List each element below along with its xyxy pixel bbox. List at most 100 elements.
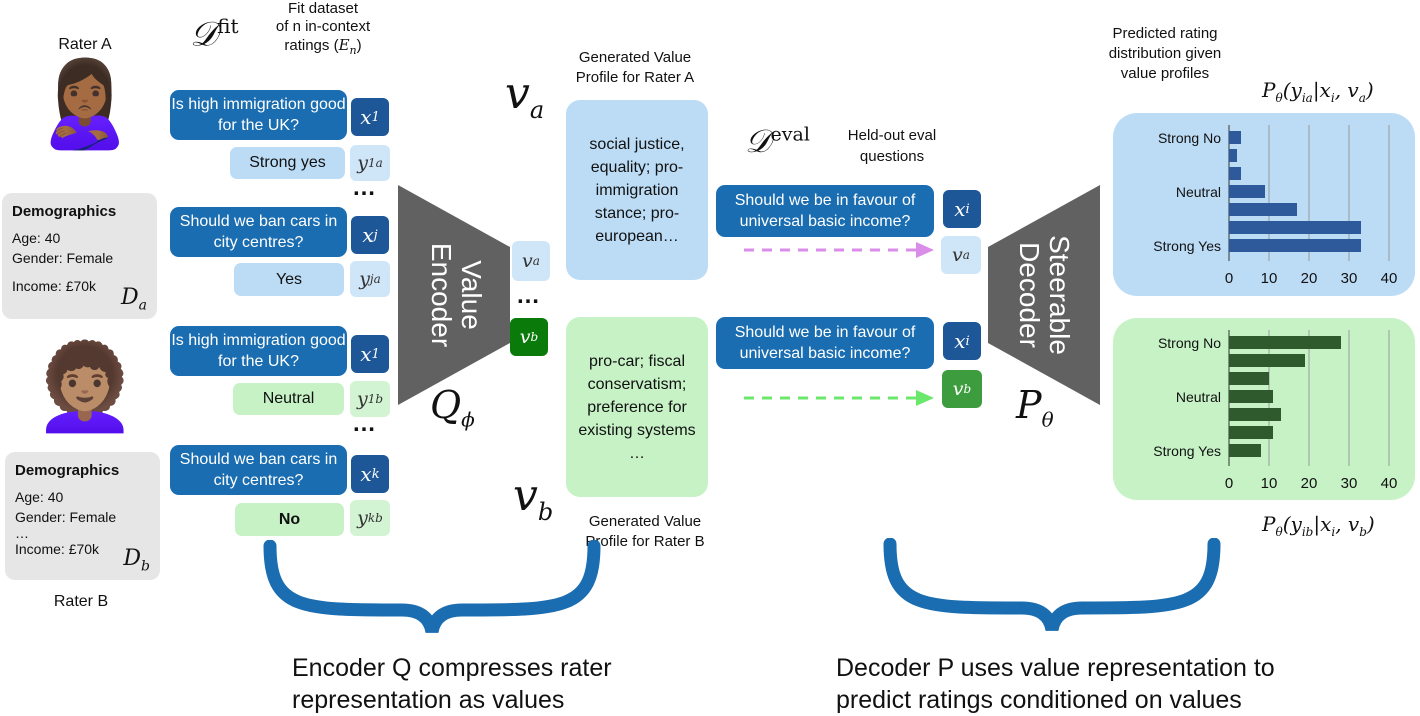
x-tick-label: 40 bbox=[1381, 270, 1398, 287]
x-tick-label: 0 bbox=[1225, 475, 1233, 492]
rater-b-label: Rater B bbox=[53, 593, 109, 610]
ellipsis: … bbox=[352, 174, 378, 201]
steerable-decoder-label: Steerable Decoder bbox=[1014, 235, 1075, 355]
fit-answer: Neutral bbox=[233, 383, 344, 415]
y-tick-label: Strong Yes bbox=[1153, 443, 1221, 459]
x-tick-label: 20 bbox=[1301, 475, 1318, 492]
demographics-income: Income: £70k bbox=[15, 541, 100, 557]
ellipsis: … bbox=[352, 410, 378, 437]
ellipsis: … bbox=[516, 282, 542, 309]
pink-dashed-arrow bbox=[744, 242, 934, 258]
fit-answer: Strong yes bbox=[230, 147, 345, 179]
demographics-ellipsis: … bbox=[15, 525, 29, 541]
decoder-symbol: Pθ bbox=[1016, 383, 1054, 432]
x-tick-label: 10 bbox=[1261, 270, 1278, 287]
fit-question: Should we ban cars in city centres? bbox=[170, 207, 347, 257]
y-tick-label: Strong Yes bbox=[1153, 238, 1221, 254]
rater-b-demographics: Demographics Age: 40 Gender: Female … In… bbox=[5, 452, 160, 580]
decoder-summary: Decoder P uses value representation to p… bbox=[836, 654, 1275, 714]
chart-a-title: Pθ(yia|xi, va) bbox=[1262, 78, 1374, 105]
fit-dataset-caption: Fit dataset of n in-context ratings (En) bbox=[275, 0, 371, 57]
y-tick-label: Neutral bbox=[1176, 184, 1221, 200]
fit-answer: No bbox=[235, 503, 344, 536]
fit-question: Should we ban cars in city centres? bbox=[170, 445, 347, 495]
eval-caption: Held-out eval questions bbox=[847, 127, 937, 165]
encoder-symbol: Qϕ bbox=[430, 383, 475, 432]
x-tick-label: 10 bbox=[1261, 475, 1278, 492]
encoder-brace-icon bbox=[263, 540, 601, 634]
rater-b-avatar-icon: 👩🏽‍🦱 bbox=[32, 340, 138, 434]
y-tick-label: Strong No bbox=[1158, 130, 1221, 146]
demographics-var-db: Db bbox=[123, 545, 150, 574]
fit-answer: Yes bbox=[234, 263, 344, 296]
profile-b-box: pro-car; fiscal conservatism; preference… bbox=[566, 317, 708, 497]
demographics-age: Age: 40 bbox=[15, 489, 64, 505]
bar bbox=[1229, 239, 1361, 252]
demographics-gender: Gender: Female bbox=[12, 250, 114, 266]
bar bbox=[1229, 426, 1273, 439]
bar bbox=[1229, 131, 1241, 144]
fit-question: Is high immigration good for the UK? bbox=[170, 326, 347, 376]
green-dashed-arrow bbox=[744, 390, 934, 406]
x-tick-label: 30 bbox=[1341, 270, 1358, 287]
bar bbox=[1229, 167, 1241, 180]
bar bbox=[1229, 336, 1341, 349]
predicted-caption: Predicted rating distribution given valu… bbox=[1108, 25, 1222, 82]
x-tick-label: 20 bbox=[1301, 270, 1318, 287]
rater-a-demographics: Demographics Age: 40 Gender: Female Inco… bbox=[2, 193, 157, 319]
encoder-summary: Encoder Q compresses rater representatio… bbox=[292, 654, 612, 714]
bar bbox=[1229, 149, 1237, 162]
eval-question-a: Should we be in favour of universal basi… bbox=[716, 185, 934, 237]
y-tick-label: Strong No bbox=[1158, 335, 1221, 351]
x-tick-label: 30 bbox=[1341, 475, 1358, 492]
profile-b-symbol: vb bbox=[513, 470, 554, 526]
eval-question-b: Should we be in favour of universal basi… bbox=[716, 317, 934, 369]
x-tick-label: 40 bbox=[1381, 475, 1398, 492]
decoder-brace-icon bbox=[883, 538, 1221, 632]
x-tick-label: 0 bbox=[1225, 270, 1233, 287]
chart-b-title: Pθ(yib|xi, vb) bbox=[1262, 512, 1375, 539]
profile-b-caption: Generated Value Profile for Rater B bbox=[585, 513, 705, 550]
fit-dataset-symbol: 𝒟fit bbox=[190, 14, 239, 55]
profile-a-symbol: va bbox=[505, 68, 545, 124]
eval-dataset-symbol: 𝒟eval bbox=[745, 122, 810, 160]
demographics-heading: Demographics bbox=[12, 203, 117, 220]
profile-a-box: social justice, equality; pro-immigratio… bbox=[566, 100, 708, 280]
bar bbox=[1229, 221, 1361, 234]
rater-a-label: Rater A bbox=[58, 36, 112, 53]
demographics-heading: Demographics bbox=[15, 462, 120, 479]
rater-a-avatar-icon: 🙎🏾‍♀️ bbox=[32, 57, 138, 151]
bar bbox=[1229, 354, 1305, 367]
bar bbox=[1229, 203, 1297, 216]
demographics-var-da: Da bbox=[121, 284, 147, 313]
bar bbox=[1229, 390, 1273, 403]
value-encoder-label: Value Encoder bbox=[426, 242, 488, 348]
profile-a-caption: Generated Value Profile for Rater A bbox=[575, 49, 695, 86]
value-encoder-shape bbox=[398, 185, 510, 405]
y-tick-label: Neutral bbox=[1176, 389, 1221, 405]
demographics-age: Age: 40 bbox=[12, 230, 61, 246]
demographics-income: Income: £70k bbox=[12, 278, 97, 294]
bar bbox=[1229, 408, 1281, 421]
bar bbox=[1229, 444, 1261, 457]
bar bbox=[1229, 185, 1265, 198]
fit-question: Is high immigration good for the UK? bbox=[170, 90, 347, 140]
bar bbox=[1229, 372, 1269, 385]
steerable-decoder-shape bbox=[988, 185, 1100, 405]
